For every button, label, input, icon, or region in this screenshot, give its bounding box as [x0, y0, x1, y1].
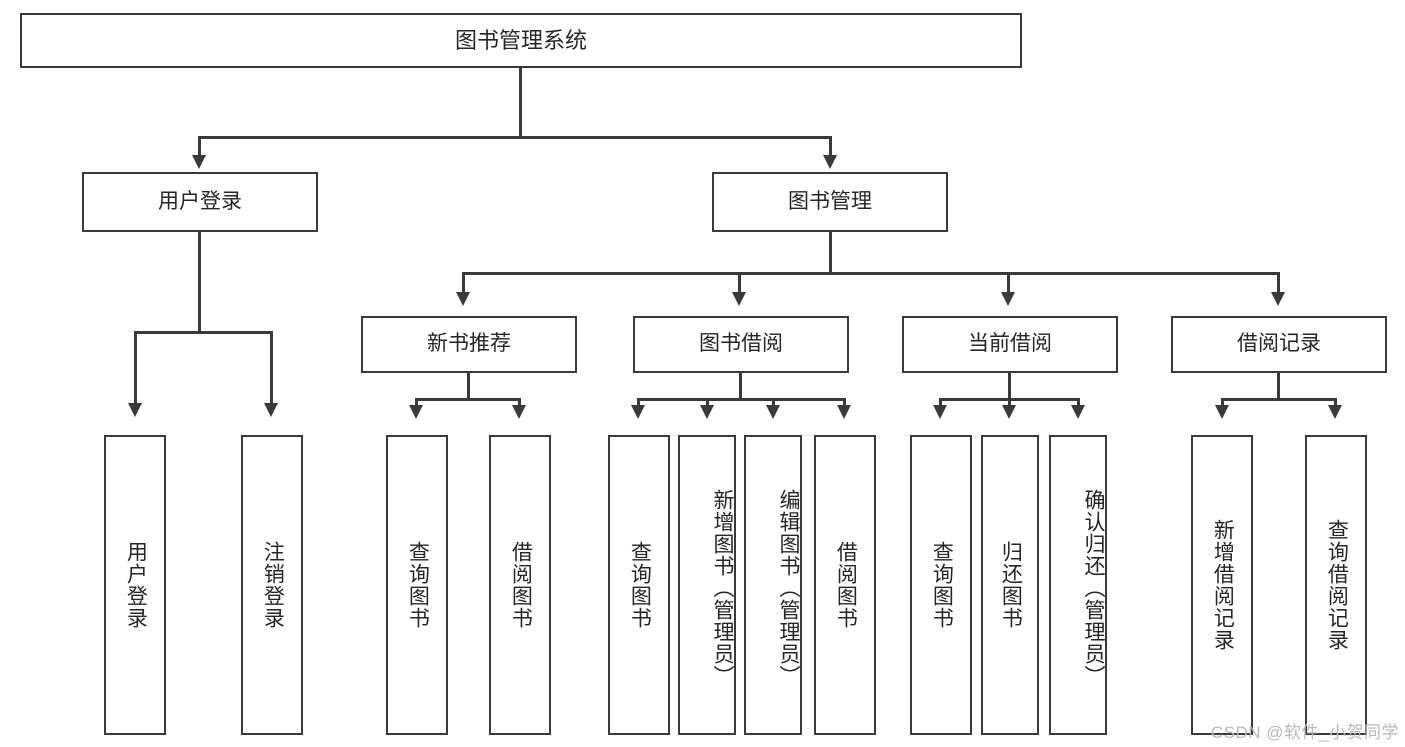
node-label: 新增图书（管理员）	[711, 489, 734, 687]
arrowhead-records-to-leaf2	[1328, 405, 1342, 419]
node-book-management[interactable]: 图书管理	[712, 172, 948, 232]
connector-borrow-to-leaf1	[637, 398, 640, 408]
node-label: 图书管理系统	[454, 27, 587, 53]
connector-records-to-leaf1	[1221, 398, 1224, 408]
arrowhead-login-to-leaf1	[128, 403, 142, 417]
arrowhead-root-to-books	[823, 155, 837, 169]
arrowhead-borrow-to-leaf4	[837, 405, 851, 419]
node-label: 查询图书	[628, 541, 652, 629]
connector-books-bus	[462, 272, 1280, 275]
connector-login-to-leaf1	[134, 331, 137, 406]
arrowhead-books-to-borrow	[732, 292, 746, 306]
arrowhead-books-to-current	[1001, 292, 1015, 306]
arrowhead-recommend-to-leaf1	[409, 405, 423, 419]
arrowhead-current-to-leaf2	[1002, 405, 1016, 419]
connector-books-to-records	[1277, 272, 1280, 295]
arrowhead-login-to-leaf2	[264, 403, 278, 417]
connector-records-to-leaf2	[1334, 398, 1337, 408]
node-borrow-records[interactable]: 借阅记录	[1171, 316, 1387, 373]
node-label: 确认归还（管理员）	[1082, 489, 1105, 687]
node-label: 新增借阅记录	[1211, 519, 1235, 651]
connector-borrow-bus	[637, 398, 846, 401]
leaf-query-borrow-record[interactable]: 查询借阅记录	[1305, 435, 1367, 735]
connector-records-stem	[1277, 373, 1280, 400]
node-label: 归还图书	[999, 541, 1023, 629]
leaf-borrow-book[interactable]: 借阅图书	[814, 435, 876, 735]
node-label: 用户登录	[124, 541, 148, 629]
node-label: 查询图书	[930, 541, 954, 629]
connector-recommend-to-leaf2	[518, 398, 521, 408]
connector-current-to-leaf1	[939, 398, 942, 408]
connector-root-stem	[519, 68, 522, 138]
connector-current-to-leaf3	[1077, 398, 1080, 408]
connector-recommend-stem	[467, 373, 470, 400]
node-label: 编辑图书（管理员）	[777, 489, 800, 687]
node-label: 新书推荐	[427, 332, 511, 356]
arrowhead-books-to-newbooks	[456, 292, 470, 306]
connector-books-stem	[829, 232, 832, 274]
connector-recommend-to-leaf1	[415, 398, 418, 408]
connector-records-bus	[1221, 398, 1337, 401]
leaf-add-borrow-record[interactable]: 新增借阅记录	[1191, 435, 1253, 735]
connector-recommend-bus	[415, 398, 521, 401]
node-current-borrow[interactable]: 当前借阅	[902, 316, 1118, 373]
node-label: 图书管理	[788, 189, 872, 213]
arrowhead-current-to-leaf3	[1071, 405, 1085, 419]
arrowhead-recommend-to-leaf2	[512, 405, 526, 419]
leaf-user-login[interactable]: 用户登录	[104, 435, 166, 735]
node-root-system[interactable]: 图书管理系统	[20, 13, 1022, 68]
connector-current-stem	[1008, 373, 1011, 400]
connector-login-bus	[134, 331, 273, 334]
node-label: 注销登录	[261, 541, 285, 629]
connector-current-to-leaf2	[1008, 398, 1011, 408]
connector-books-to-current	[1007, 272, 1010, 295]
node-new-book-recommend[interactable]: 新书推荐	[361, 316, 577, 373]
leaf-add-book-admin[interactable]: 新增图书（管理员）	[678, 435, 736, 735]
connector-login-stem	[198, 232, 201, 333]
connector-borrow-to-leaf4	[843, 398, 846, 408]
connector-books-to-newbooks	[462, 272, 465, 295]
node-label: 查询借阅记录	[1325, 519, 1349, 651]
connector-borrow-stem	[739, 373, 742, 400]
arrowhead-borrow-to-leaf1	[631, 405, 645, 419]
arrowhead-borrow-to-leaf2	[700, 405, 714, 419]
leaf-edit-book-admin[interactable]: 编辑图书（管理员）	[744, 435, 802, 735]
connector-root-bus	[198, 136, 832, 139]
connector-login-to-leaf2	[270, 331, 273, 406]
leaf-query-book-recommend[interactable]: 查询图书	[386, 435, 448, 735]
node-user-login[interactable]: 用户登录	[82, 172, 318, 232]
leaf-query-book-borrow[interactable]: 查询图书	[608, 435, 670, 735]
node-label: 借阅图书	[509, 541, 533, 629]
arrowhead-current-to-leaf1	[933, 405, 947, 419]
connector-borrow-to-leaf3	[772, 398, 775, 408]
arrowhead-books-to-records	[1271, 292, 1285, 306]
leaf-query-book-current[interactable]: 查询图书	[910, 435, 972, 735]
node-label: 借阅记录	[1237, 332, 1321, 356]
node-label: 当前借阅	[968, 332, 1052, 356]
node-label: 查询图书	[406, 541, 430, 629]
arrowhead-root-to-login	[192, 155, 206, 169]
node-label: 用户登录	[158, 189, 242, 213]
leaf-confirm-return-admin[interactable]: 确认归还（管理员）	[1049, 435, 1107, 735]
node-book-borrow[interactable]: 图书借阅	[633, 316, 849, 373]
arrowhead-records-to-leaf1	[1215, 405, 1229, 419]
leaf-logout[interactable]: 注销登录	[241, 435, 303, 735]
node-label: 借阅图书	[834, 541, 858, 629]
leaf-borrow-book-recommend[interactable]: 借阅图书	[489, 435, 551, 735]
arrowhead-borrow-to-leaf3	[766, 405, 780, 419]
node-label: 图书借阅	[699, 332, 783, 356]
connector-books-to-borrow	[738, 272, 741, 295]
connector-root-to-books	[829, 136, 832, 158]
connector-root-to-login	[198, 136, 201, 158]
connector-borrow-to-leaf2	[706, 398, 709, 408]
leaf-return-book[interactable]: 归还图书	[981, 435, 1039, 735]
